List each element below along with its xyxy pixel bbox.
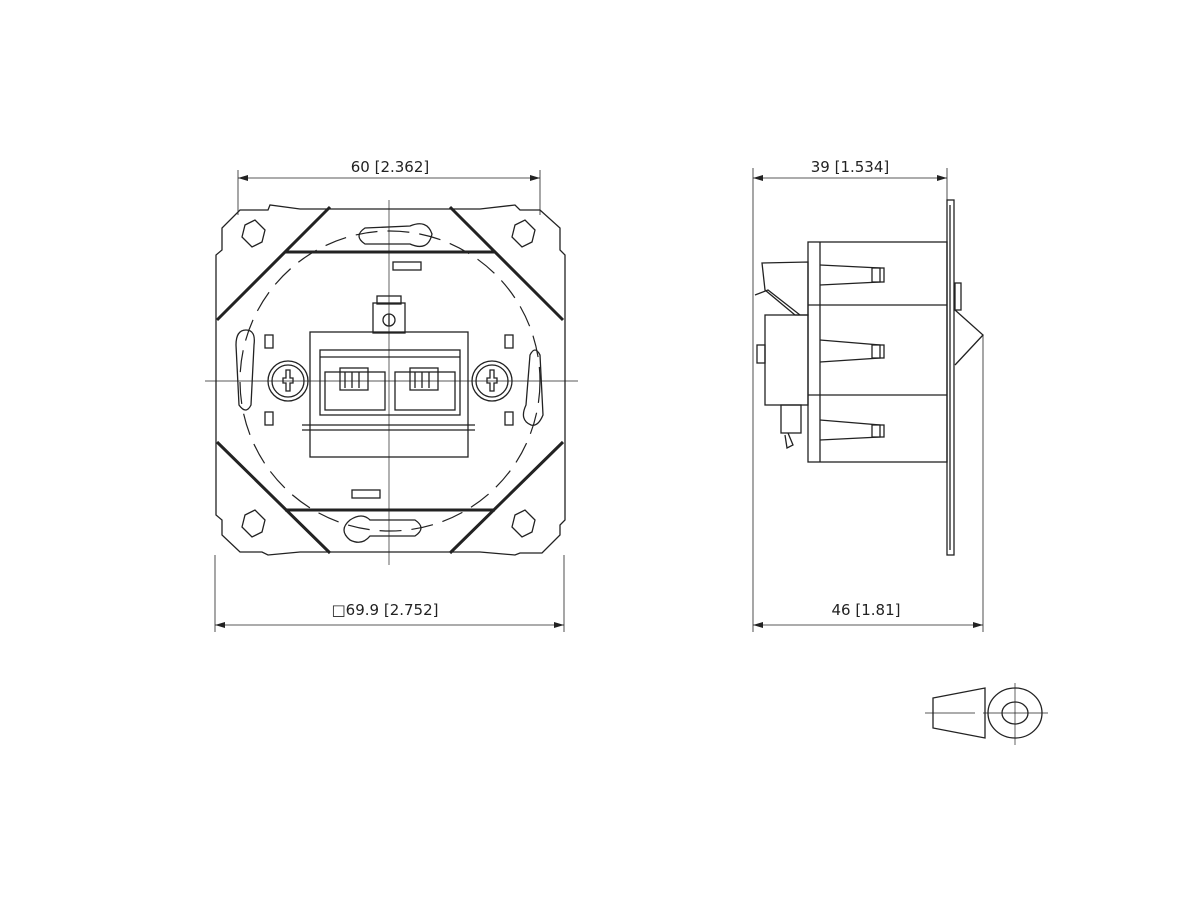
rear-connector-module <box>754 261 809 449</box>
first-angle-projection-icon <box>925 683 1048 745</box>
rj45-port-left <box>324 367 386 411</box>
dimension-overall-depth-46: 46 [1.81] <box>753 335 984 632</box>
front-cone <box>954 282 984 366</box>
dimension-label: 39 [1.534] <box>811 158 890 176</box>
dimension-label: 46 [1.81] <box>832 601 901 619</box>
flange <box>946 199 955 556</box>
side-view: 39 [1.534] 46 [1.81] <box>752 158 984 632</box>
centerlines <box>205 200 578 565</box>
wall-box-body <box>807 241 948 463</box>
mounting-frame <box>215 204 566 556</box>
dimension-label: □69.9 [2.752] <box>332 601 439 619</box>
rj45-port-right <box>394 367 456 411</box>
dimension-label: 60 [2.362] <box>351 158 430 176</box>
dimension-depth-39: 39 [1.534] <box>752 158 948 632</box>
dimension-overall-69-9: □69.9 [2.752] <box>214 555 565 632</box>
front-view: 60 [2.362] □69.9 [2.752] <box>205 158 578 632</box>
rj45-dual-port-module <box>302 331 475 458</box>
dimension-width-60: 60 [2.362] <box>237 158 541 215</box>
